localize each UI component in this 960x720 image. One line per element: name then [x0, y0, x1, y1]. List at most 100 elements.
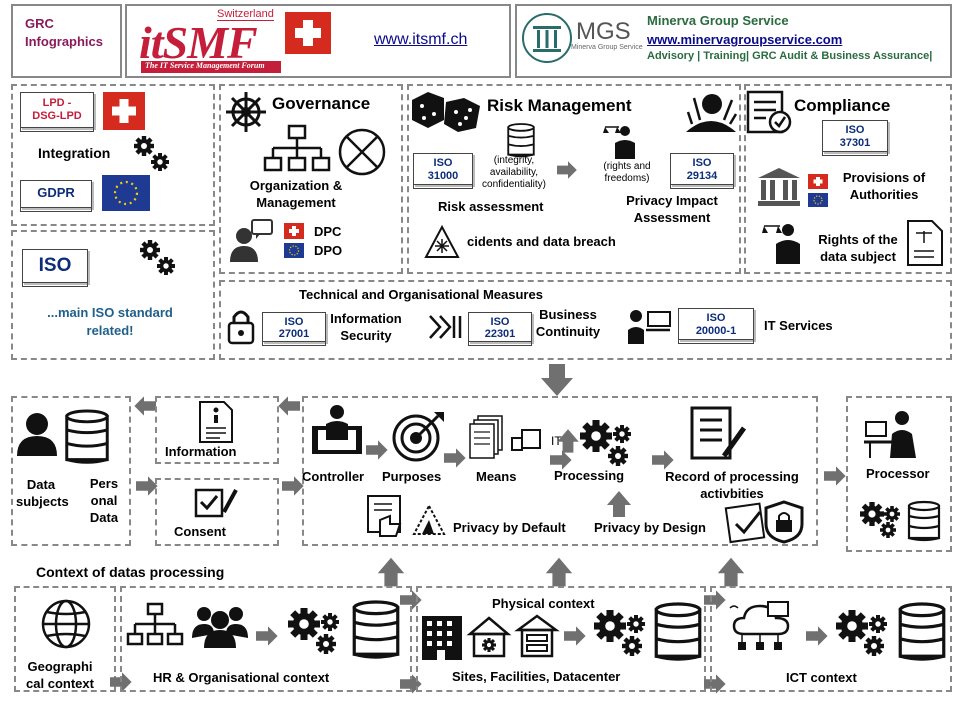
database-icon — [507, 123, 535, 158]
lpd-label: LPD - DSG-LPD — [20, 92, 94, 132]
org-label: Organization & Management — [249, 178, 343, 210]
physical-title: Physical context — [492, 596, 595, 611]
database-icon — [898, 602, 946, 661]
personal-data-label: Pers onal Data — [89, 476, 119, 525]
target-icon — [392, 412, 444, 462]
checklist-icon — [746, 90, 792, 134]
org-chart-icon — [126, 602, 184, 646]
legal-document-icon — [907, 220, 943, 266]
bc-label: Business Continuity — [535, 307, 601, 339]
privacy-design-label: Privacy by Design — [594, 520, 706, 535]
gdpr-label: GDPR — [20, 180, 92, 212]
arrow-right — [256, 626, 278, 646]
arrow-right — [652, 450, 674, 470]
means-icon — [469, 415, 541, 459]
iso-22301: ISO 22301 — [468, 312, 532, 346]
gears-icon — [594, 610, 645, 656]
hr-label: HR & Organisational context — [153, 670, 330, 685]
helm-icon — [226, 92, 266, 132]
arrow-right — [282, 476, 304, 496]
processor-label: Processor — [866, 466, 930, 481]
consent-label: Consent — [174, 524, 226, 539]
arrow-right — [824, 466, 846, 486]
rights-subject-label: Rights of the data subject — [818, 232, 898, 264]
fast-forward-icon — [429, 315, 462, 339]
itsmf-tagline: The IT Service Management Forum — [145, 61, 265, 70]
explosion-icon — [686, 94, 738, 132]
eu-flag-icon — [808, 193, 828, 207]
cia-note: (integrity, availability, confidentialit… — [482, 155, 546, 190]
incidents-label: cidents and data breach — [467, 234, 616, 249]
risk-assessment-label: Risk assessment — [438, 199, 544, 214]
dpo-label: DPO — [314, 243, 343, 258]
database-icon — [352, 600, 400, 659]
record-label: Record of processing activbities — [665, 469, 799, 501]
mgs-logo-text: MGS — [576, 18, 631, 45]
controller-label: Controller — [302, 469, 365, 484]
ict-context-box — [710, 586, 952, 692]
grc-title: GRC Infographics — [25, 16, 104, 49]
data-subjects-label: Data subjects — [16, 477, 69, 509]
arrow-up — [545, 557, 573, 587]
iso-29134: ISO 29134 — [670, 153, 734, 189]
itsmf-tagline-bar: The IT Service Management Forum — [141, 61, 281, 73]
arrow-down — [541, 364, 573, 396]
hr-context-box — [120, 586, 412, 692]
warning-burst-icon — [424, 224, 460, 258]
purposes-label: Purposes — [382, 469, 442, 484]
controller-icon — [312, 405, 362, 454]
dpc-label: DPC — [314, 224, 342, 239]
org-chart-icon — [263, 124, 331, 172]
rights-note: (rights and freedoms) — [603, 161, 651, 184]
provisions-label: Provisions of Authorities — [842, 170, 926, 202]
mgs-logo-subtitle: Minerva Group Service — [571, 44, 643, 51]
information-box — [155, 396, 279, 464]
sites-label: Sites, Facilities, Datacenter — [452, 669, 621, 684]
processor-box — [846, 396, 952, 552]
arrow-right — [366, 440, 388, 460]
database-icon — [907, 500, 941, 542]
arrow-left — [278, 396, 300, 416]
cloud-icon — [729, 601, 790, 650]
arrow-up — [557, 429, 579, 453]
person-laptop-icon — [628, 310, 671, 344]
iso-caption: ...main ISO standard related! — [47, 305, 173, 338]
itsmf-box: Switzerland itSMF The IT Service Managem… — [125, 4, 511, 78]
toms-box — [219, 280, 952, 360]
privacy-design-icon — [724, 500, 804, 544]
itsmf-country: Switzerland — [217, 8, 274, 21]
arrow-up — [377, 557, 405, 587]
arrow-right — [557, 161, 577, 179]
swiss-flag-icon — [103, 92, 145, 130]
cross-circle-icon — [338, 128, 386, 176]
it-label: IT — [551, 434, 562, 448]
data-subjects-box — [11, 396, 131, 546]
mgs-name: Minerva Group Service — [647, 13, 789, 28]
gears-icon — [140, 240, 175, 275]
arrow-right — [564, 626, 586, 646]
compliance-title: Compliance — [794, 96, 891, 115]
eu-flag-icon — [284, 243, 304, 258]
iso-37301: ISO 37301 — [822, 120, 888, 156]
processing-box — [302, 396, 818, 546]
geo-context-box — [14, 586, 116, 692]
integration-title: Integration — [38, 145, 111, 161]
person-icon — [17, 413, 57, 456]
integration-box — [11, 84, 215, 226]
gears-icon — [288, 608, 339, 654]
building-icon — [422, 616, 462, 660]
arrow-up — [607, 491, 631, 517]
gears-icon — [860, 502, 900, 538]
arrow-right — [444, 448, 466, 468]
means-label: Means — [476, 469, 517, 484]
eu-flag-icon — [102, 175, 150, 211]
house-gear-icon — [466, 616, 512, 658]
justice-icon — [603, 126, 635, 159]
mgs-url[interactable]: www.minervagroupservice.com — [647, 32, 843, 47]
courthouse-icon — [758, 168, 800, 206]
consent-icon — [194, 488, 238, 518]
swiss-flag-icon — [285, 12, 331, 54]
privacy-default-icon — [367, 495, 402, 537]
itsmf-url[interactable]: www.itsmf.ch — [374, 31, 468, 48]
gears-icon — [134, 136, 169, 171]
